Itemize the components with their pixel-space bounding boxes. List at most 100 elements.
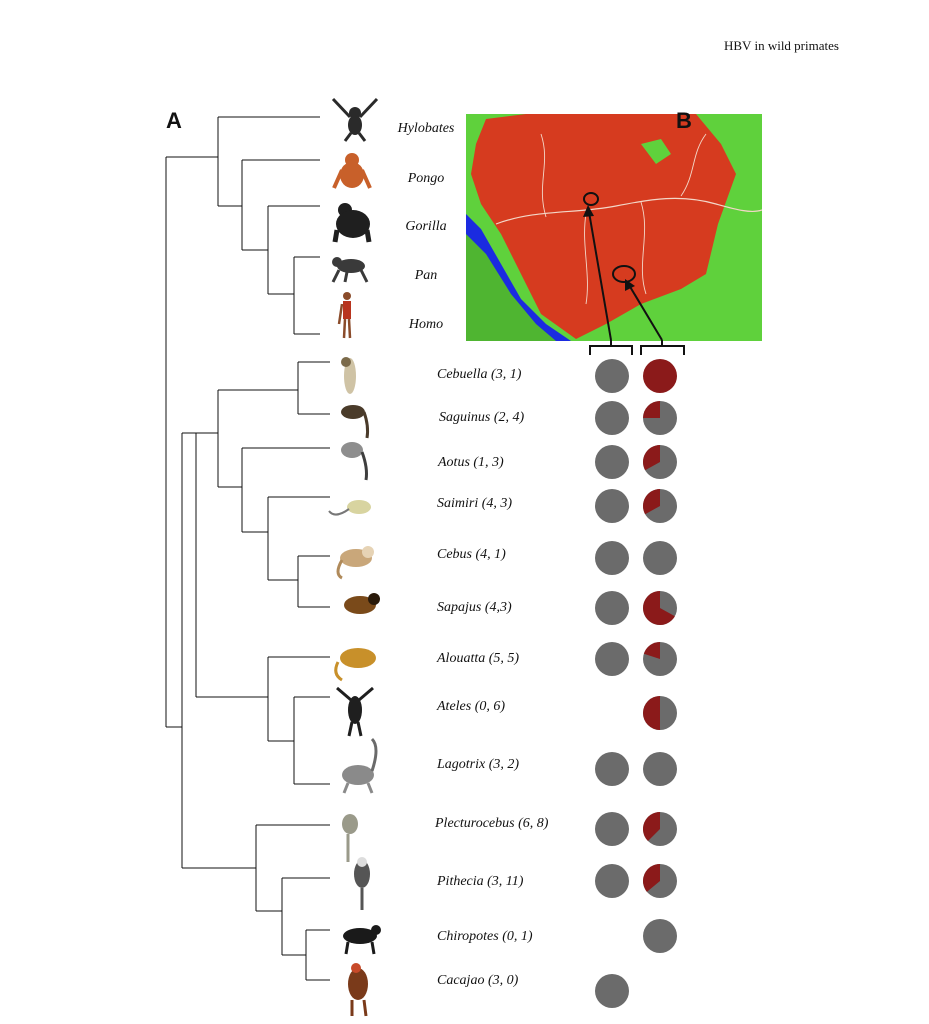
pie-region1-cebus-base [595, 541, 629, 575]
monkey-icons [328, 357, 381, 1017]
pie-region1-aotus [595, 445, 629, 479]
pie-region1-cacajao-base [595, 974, 629, 1008]
pie-region2-saimiri-positive-slice [643, 489, 660, 515]
aotus-icon [341, 442, 368, 481]
taxon-label-hylobates: Hylobates [397, 121, 455, 136]
pie-region2-aotus-positive-slice [643, 445, 660, 471]
pie-region1-cebuella-base [595, 359, 629, 393]
pie-region2-aotus-base [643, 445, 677, 479]
pie-region2-plecturocebus-positive-slice [643, 812, 660, 842]
lagotrix-icon [342, 737, 378, 794]
pie-region1-sapajus [595, 591, 629, 625]
phylogenetic-tree [165, 116, 330, 981]
map-coast-land [466, 234, 556, 341]
plecturocebus-icon [342, 814, 358, 862]
pie-region1-cacajao [595, 974, 629, 1008]
taxon-label-pithecia: Pithecia (3, 11) [437, 874, 524, 889]
taxon-label-cebus: Cebus (4, 1) [437, 547, 506, 562]
ape-icons [331, 97, 379, 339]
cebuella-icon [341, 357, 356, 394]
pie-region2-saimiri [643, 489, 677, 523]
pie-region1-plecturocebus-base [595, 812, 629, 846]
pie-region2-cebus [643, 541, 677, 575]
taxon-label-gorilla: Gorilla [405, 219, 447, 234]
taxon-label-homo: Homo [408, 317, 444, 332]
taxon-label-sapajus: Sapajus (4,3) [437, 600, 512, 615]
pie-region1-sapajus-base [595, 591, 629, 625]
amazon-map [466, 114, 762, 341]
pie-region2-sapajus [642, 591, 677, 626]
map-river-branch-4 [680, 133, 707, 197]
pie-region2-ateles [643, 696, 677, 730]
pie-region2-ateles-base [643, 696, 677, 730]
pie-region2-lagotrix [643, 752, 677, 786]
taxon-label-chiropotes: Chiropotes (0, 1) [437, 929, 533, 944]
taxon-label-aotus: Aotus (1, 3) [438, 455, 504, 470]
pie-region2-alouatta [643, 642, 677, 676]
prevalence-pies [595, 359, 677, 1008]
pie-region1-alouatta-base [595, 642, 629, 676]
taxon-label-cacajao: Cacajao (3, 0) [437, 973, 519, 988]
panel-label-a: A [166, 108, 182, 133]
taxon-label-cebuella: Cebuella (3, 1) [437, 367, 522, 382]
pie-region2-chiropotes-base [643, 919, 677, 953]
taxon-label-saimiri: Saimiri (4, 3) [437, 496, 513, 511]
pie-region1-saimiri [595, 489, 629, 523]
pie-region2-saimiri-base [643, 489, 677, 523]
pie-region1-pithecia-base [595, 864, 629, 898]
pie-region1-plecturocebus [595, 812, 629, 846]
bracket-region-1 [589, 345, 633, 355]
running-header: HBV in wild primates [724, 38, 839, 53]
orangutan-icon [332, 153, 372, 189]
pie-region2-aotus [643, 445, 677, 479]
pie-region2-alouatta-positive-slice [643, 642, 660, 659]
saimiri-icon [328, 500, 371, 516]
alouatta-icon [334, 648, 376, 682]
pie-region2-cebus-base [643, 541, 677, 575]
sapajus-icon [344, 593, 380, 614]
pie-region1-saguinus [595, 401, 629, 435]
pie-region1-lagotrix-base [595, 752, 629, 786]
pie-region2-sapajus-positive-slice [642, 591, 675, 626]
pie-region2-lagotrix-base [643, 752, 677, 786]
gibbon-icon [331, 97, 379, 142]
taxon-label-plecturocebus: Plecturocebus (6, 8) [435, 816, 549, 831]
pie-region2-saguinus-positive-slice [643, 401, 660, 418]
pie-region1-saimiri-base [595, 489, 629, 523]
pie-region2-pithecia-positive-slice [642, 864, 660, 892]
map-river-branch-3 [540, 133, 547, 218]
pie-region1-aotus-base [595, 445, 629, 479]
pie-region1-saguinus-base [595, 401, 629, 435]
pie-region2-cebuella-base [643, 359, 677, 393]
human-icon [337, 292, 352, 339]
pie-region2-chiropotes [643, 919, 677, 953]
taxon-label-lagotrix: Lagotrix (3, 2) [437, 757, 520, 772]
bracket-region-2 [640, 345, 685, 355]
pie-region1-lagotrix [595, 752, 629, 786]
taxon-label-pan: Pan [414, 268, 438, 283]
cacajao-icon [348, 963, 368, 1017]
cebus-icon [336, 546, 374, 580]
pithecia-icon [354, 857, 370, 910]
taxon-label-ateles: Ateles (0, 6) [437, 699, 506, 714]
map-forest-patch [641, 139, 671, 164]
pie-region2-pithecia [642, 864, 677, 898]
panel-label-b: B [676, 108, 692, 133]
pie-region2-alouatta-base [643, 642, 677, 676]
pie-region2-plecturocebus-base [643, 812, 677, 846]
pie-region2-saguinus [643, 401, 677, 435]
pie-region1-alouatta [595, 642, 629, 676]
pie-region2-saguinus-base [643, 401, 677, 435]
map-river-branch-1 [584, 213, 588, 305]
pie-region1-cebus [595, 541, 629, 575]
taxon-label-pongo: Pongo [407, 171, 445, 186]
pie-region2-sapajus-base [643, 591, 677, 625]
ateles-icon [336, 686, 374, 737]
pie-region2-ateles-positive-slice [643, 696, 660, 730]
chimpanzee-icon [331, 257, 369, 283]
map-river-main [495, 197, 762, 225]
pie-region2-plecturocebus [643, 812, 677, 846]
taxon-label-alouatta: Alouatta (5, 5) [437, 651, 520, 666]
pie-region2-pithecia-base [643, 864, 677, 898]
